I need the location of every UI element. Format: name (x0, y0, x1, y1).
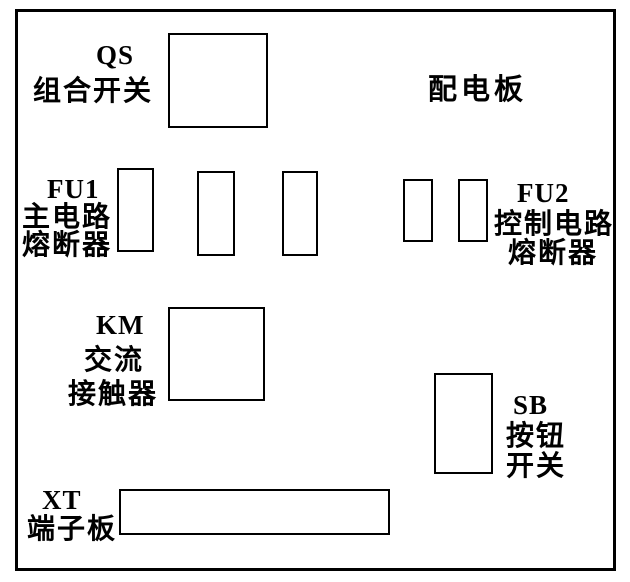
km-code-label: KM (96, 310, 145, 340)
fu2-fuse-box-1 (403, 179, 433, 242)
xt-name-label: 端子板 (27, 514, 118, 545)
xt-code-label: XT (42, 485, 82, 515)
fu1-name-line2: 熔断器 (22, 230, 113, 261)
qs-name-label: 组合开关 (33, 76, 154, 107)
km-name-line1: 交流 (84, 345, 145, 376)
fu1-fuse-box-3 (282, 171, 318, 256)
fu2-name-line2: 熔断器 (508, 238, 599, 269)
sb-button-box (434, 373, 493, 474)
sb-name-line2: 开关 (506, 451, 567, 482)
fu2-name-line1: 控制电路 (494, 209, 615, 240)
fu1-fuse-box-1 (117, 168, 154, 252)
fu1-name-line1: 主电路 (22, 202, 113, 233)
fu1-fuse-box-2 (197, 171, 235, 256)
sb-code-label: SB (513, 390, 549, 420)
xt-terminal-box (119, 489, 390, 535)
km-name-line2: 接触器 (68, 379, 159, 410)
sb-name-line1: 按钮 (506, 421, 567, 452)
fu1-code-label: FU1 (47, 174, 100, 204)
board-outline (15, 9, 616, 571)
km-contactor-box (168, 307, 265, 401)
fu2-fuse-box-2 (458, 179, 488, 242)
board-title-label: 配电板 (428, 74, 528, 106)
qs-code-label: QS (96, 40, 135, 70)
fu2-code-label: FU2 (517, 178, 570, 208)
qs-switch-box (168, 33, 268, 128)
